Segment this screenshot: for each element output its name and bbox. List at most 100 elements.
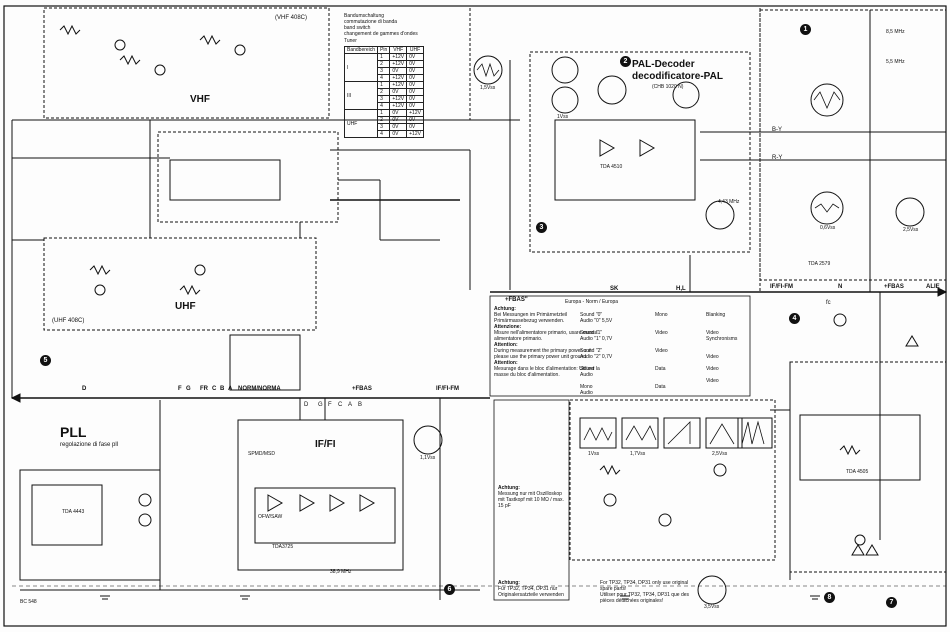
freq-value: 4,43 MHz [718,199,740,205]
uhf-header: (UHF 408C) [52,318,85,324]
freq-value: 5,5 MHz [886,59,905,65]
vhf-header: (VHF 408C) [275,15,308,21]
marker-5: 5 [40,355,51,366]
bus-label-c-lower: C [338,402,343,408]
uhf-cell: 0V [406,88,424,96]
bus-label-d: D [82,386,87,392]
scope-value: 1Vss [557,114,569,120]
bus-label-fbas-left: +FBAS" [505,297,528,303]
sound-legend-row-value: Audio "2" 0,7V [580,354,613,360]
marker-8: 8 [824,592,835,603]
band-cell: UHF [343,109,379,138]
uhf-cell: 0V [406,67,424,75]
vhf-cell: 0V [389,123,408,131]
sound-legend-row-label: Sound [580,366,595,372]
bus-label-r-y: R-Y [772,155,783,161]
vhf-cell: +12V [389,81,408,89]
sound-legend-cell: Video [655,330,668,336]
uhf-cell: 0V [406,53,424,61]
pin-cell: 4 [377,74,391,82]
pal-decoder-label-it: decodificatore-PAL [632,71,723,82]
sound-legend-col2: Mono Video Video Data Data [655,312,695,390]
sound-legend-cell: Video Synchronisms [706,330,738,342]
pal-decoder-label-de: PAL-Decoder [632,59,695,70]
band-title-1: Bandumschaltung [344,13,385,19]
vhf-cell: 0V [389,67,408,75]
pin-cell: 3 [377,67,391,75]
bus-label-c: C [212,386,217,392]
pin-cell: 4 [377,130,391,138]
uhf-col-header: UHF [406,46,424,54]
vhf-cell: 0V [389,116,408,124]
pll-label: PLL [60,424,87,440]
uhf-cell: +12V [406,109,424,117]
bus-label-fc: fc [826,300,831,306]
pin-col-header: Pin [377,46,391,54]
pin-cell: 3 [377,95,391,103]
uhf-cell: 0V [406,123,424,131]
pin-cell: 1 [377,81,391,89]
band-title-2: commutazione di banda [344,19,398,25]
uhf-label: UHF [175,301,196,312]
if-fi-label: IF/FI [315,439,336,450]
uhf-cell: 0V [406,95,424,103]
bus-label-d-lower: D [304,402,309,408]
ic-label-tda3725: TDA3725 [272,544,294,550]
sound-legend-row-label: Sound "0" [580,312,603,318]
main-note-title: Achtung: [494,306,516,312]
pin-cell: 3 [377,123,391,131]
main-note-en: During measurement the primary power uni… [494,348,592,360]
sound-legend-col3: Blanking Video Synchronisms Video Video … [706,312,748,384]
band-title-4: changement de gammes d'ondes [344,31,418,37]
sound-legend-row-value: Audio [580,390,593,396]
ic-label-tda2579: TDA 2579 [808,261,831,267]
bus-label-g: G [186,386,191,392]
vhf-cell: 0V [389,88,408,96]
ic-label-spmd: SPMD/MSD [248,451,275,457]
pin-cell: 2 [377,60,391,68]
uhf-cell: 0V [406,81,424,89]
pll-sub-label: regolazione di fase pll [60,442,119,448]
pin-cell: 1 [377,109,391,117]
sound-legend-row-label: Sound "2" [580,348,603,354]
ic-label-saw: OFW/SAW [258,514,283,520]
spare-parts-note-other: For TP32, TP34, DP31 only use original s… [600,580,700,604]
uhf-cell: +12V [406,130,424,138]
vhf-label: VHF [190,94,210,105]
bus-label-fr: FR [200,386,208,392]
sound-legend-row-value: Audio "1" 0,7V [580,336,613,342]
bus-label-fbas-top: +FBAS [352,386,372,392]
band-cell: I [343,53,379,82]
main-note: Achtung: Bei Messungen im Primärnetzteil… [494,306,604,378]
vhf-cell: +12V [389,102,408,110]
marker-1: 1 [800,24,811,35]
oscilloscope-note-title: Achtung: [498,485,520,491]
bus-label-b: B [220,386,225,392]
scope-value: 3,5Vss [704,604,720,610]
band-cell: III [343,81,379,110]
spare-parts-note-de: Achtung: Für TP32, TP34, DP31 nur Origin… [498,580,593,598]
main-note-en-title: Attention: [494,342,518,348]
sound-legend-row-label: Mono [580,384,593,390]
sound-legend-cell: Mono [655,312,668,318]
marker-4: 4 [789,313,800,324]
oscilloscope-note-text: Messung nur mit Oszilloskop mit Tastkopf… [498,491,564,509]
scope-value: 1Vss [588,451,600,457]
spare-parts-note-fr: Utiliser pour TP32, TP34, DP31 que des p… [600,592,690,604]
vhf-cell: +12V [389,60,408,68]
scope-value: 0,6Vss [820,225,836,231]
main-note-it-title: Attenzione: [494,324,522,330]
sound-legend-cell: Video [706,366,719,372]
marker-6: 6 [444,584,455,595]
sound-legend-cell: Data [655,366,666,372]
vhf-cell: 0V [389,130,408,138]
sound-legend-col1: Sound "0" Audio "0" 5,5V Sound "1" Audio… [580,312,640,396]
pin-cell: 4 [377,102,391,110]
sound-legend-row-label: Sound "1" [580,330,603,336]
band-title-3: band switch [344,25,371,31]
bus-label-alie: ALIE [926,284,940,290]
bus-label-a: A [228,386,233,392]
main-note-it: Misure nell'alimentatore primario, usare… [494,330,598,342]
